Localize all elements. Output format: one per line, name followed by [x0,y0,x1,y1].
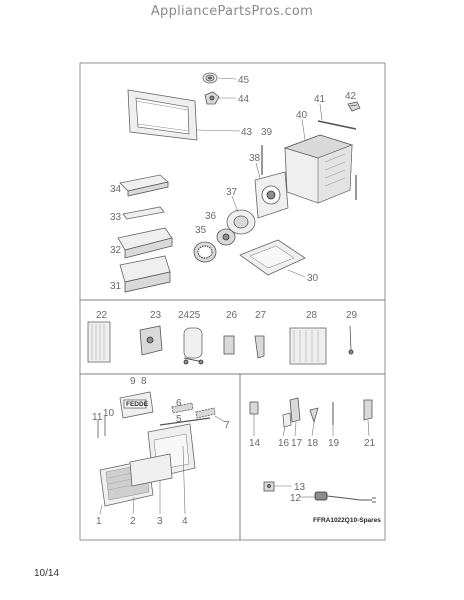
callout-33: 33 [110,212,122,223]
callout-13: 13 [294,482,306,493]
callout-36: 36 [205,211,217,222]
section-frame-bottom-right [239,373,386,541]
part-29-drawing [348,325,354,355]
part-11-10-drawing [97,416,106,438]
callout-39: 39 [261,127,273,138]
part-22-drawing [87,321,111,363]
callout-30: 30 [307,273,319,284]
callout-40: 40 [296,110,308,121]
callout-11: 11 [92,412,103,423]
callout-27: 27 [255,310,267,321]
part-5-drawing [159,417,211,426]
callout-14: 14 [249,438,261,449]
part-27-drawing [254,335,265,359]
control-box-code: FEDDE [126,401,149,408]
footer-date: 10/14 [34,568,60,579]
site-title: AppliancePartsPros.com [150,4,314,19]
callout-37: 37 [226,187,238,198]
callout-42: 42 [345,91,357,102]
part-2425-drawing [183,327,204,365]
part-21-drawing [363,399,373,421]
part-37-drawing [226,209,256,235]
callout-10: 10 [103,408,115,419]
callout-17: 17 [291,438,303,449]
part-36-drawing [216,228,236,246]
callout-3: 3 [157,516,163,527]
part-3-drawing [129,423,196,487]
callout-1: 1 [96,516,102,527]
callout-5: 5 [176,414,182,425]
callout-2425: 2425 [178,310,201,321]
part-14-drawing [249,401,259,415]
part-9-8-drawing: FEDDE [119,391,154,419]
callout-19: 19 [328,438,340,449]
part-33-drawing [122,206,165,220]
part-44-drawing [204,91,220,105]
part-45-drawing [202,72,218,84]
part-38-drawing [254,171,289,219]
part-41-drawing [317,120,357,130]
callout-26: 26 [226,310,238,321]
callout-38: 38 [249,153,261,164]
callout-9: 9 [130,376,136,387]
part-6-drawing [171,402,216,419]
callout-41: 41 [314,94,326,105]
model-code-label: FFRA1022Q10-Spares [313,517,381,524]
callout-6: 6 [176,398,182,409]
callout-8: 8 [141,376,147,387]
callout-12: 12 [290,493,302,504]
part-18-drawing [309,407,319,424]
part-30-drawing [239,239,306,276]
callout-43: 43 [241,127,253,138]
part-35-drawing [193,241,217,263]
callout-32: 32 [110,245,122,256]
part-13-drawing [263,481,275,492]
callout-29: 29 [346,310,358,321]
callout-45: 45 [238,75,250,86]
part-31-drawing [119,255,171,293]
part-40-drawing [283,134,357,204]
part-16-17-drawing [282,397,301,428]
callout-44: 44 [238,94,250,105]
part-28-drawing [289,327,327,365]
callout-34: 34 [110,184,122,195]
callout-2: 2 [130,516,136,527]
part-12-drawing [314,491,376,503]
callout-18: 18 [307,438,319,449]
callout-21: 21 [364,438,376,449]
part-26-drawing [223,335,235,355]
callout-23: 23 [150,310,162,321]
callout-31: 31 [110,281,122,292]
callout-7: 7 [224,420,230,431]
callout-35: 35 [195,225,207,236]
part-32-drawing [117,227,173,259]
callout-28: 28 [306,310,318,321]
callout-4: 4 [182,516,188,527]
part-42-drawing [347,101,361,112]
part-34-drawing [119,174,169,197]
part-23-drawing [139,325,163,356]
callout-22: 22 [96,310,108,321]
callout-16: 16 [278,438,290,449]
part-43-drawing [127,89,198,141]
